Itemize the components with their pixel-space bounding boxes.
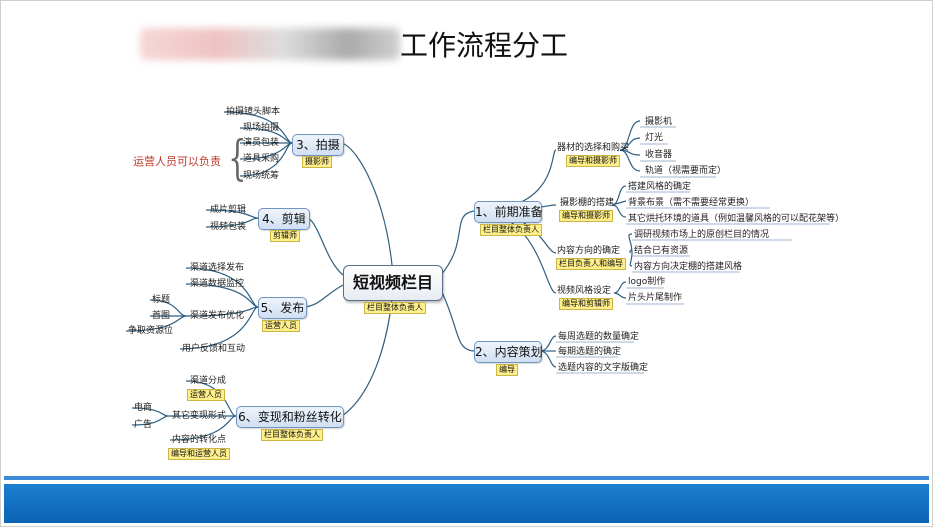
branch-6-node: 6、变现和粉丝转化 [236,406,344,428]
b3-item-3: 道具采购 [243,154,280,164]
equip-item-3: 轨道（视需要而定） [645,166,727,176]
branch-4-tag: 剪辑师 [270,230,300,242]
direction-tag: 栏目负责人和编导 [556,258,626,270]
b6-other-0: 电商 [134,403,153,413]
branch-1-node: 1、前期准备 [474,201,543,223]
studio-tag: 编导和摄影师 [559,210,613,222]
b5-item-3: 用户反馈和互动 [182,344,246,354]
redacted-title-prefix [140,28,400,60]
footer-bar [4,484,929,523]
studio-item-1: 背景布景（需不需要经常更换） [628,198,755,208]
branch-6-tag: 栏目整体负责人 [261,429,323,441]
b5-opt-2: 争取资源位 [128,326,174,336]
footer-accent-line [4,476,929,480]
branch-5-tag: 运营人员 [262,320,300,332]
b4-item-0: 成片剪辑 [210,205,247,215]
direction-item-1: 结合已有资源 [634,246,689,256]
branch-3-tag: 摄影师 [302,156,332,168]
b5-opt-1: 首图 [152,311,171,321]
center-tag: 栏目整体负责人 [364,302,426,314]
branch-2-tag: 编导 [496,364,518,376]
equip-item-0: 摄影机 [645,117,673,127]
equip-tag: 编导和摄影师 [566,155,620,167]
studio-item-2: 其它烘托环境的道具（例如温馨风格的可以配花架等） [628,214,845,224]
direction-label: 内容方向的确定 [557,246,621,256]
studio-label: 摄影棚的搭建 [560,198,615,208]
b5-opt-0: 标题 [152,295,171,305]
branch-2-node: 2、内容策划 [474,341,543,363]
direction-item-0: 调研视频市场上的原创栏目的情况 [634,230,770,240]
page-title: 工作流程分工 [400,29,569,62]
b2-item-0: 每周选题的数量确定 [558,332,640,342]
b6-content: 内容的转化点 [172,435,227,445]
studio-item-0: 搭建风格的确定 [628,182,692,192]
style-item-0: logo制作 [628,277,666,287]
equip-item-1: 灯光 [645,133,664,143]
direction-item-2: 内容方向决定棚的搭建风格 [634,262,743,272]
branch-3-node: 3、拍摄 [292,134,344,156]
branch-5-node: 5、发布 [258,297,307,319]
b3-item-1: 现场拍摄 [243,123,280,133]
branch-1-tag: 栏目整体负责人 [480,224,542,236]
b3-item-4: 现场统筹 [243,171,280,181]
b5-item-1: 渠道数据监控 [190,279,245,289]
style-item-1: 片头片尾制作 [628,293,683,303]
b2-item-2: 选题内容的文字版确定 [558,363,649,373]
b4-item-1: 视频包装 [210,222,247,232]
branch-4-node: 4、剪辑 [258,208,310,230]
style-label: 视频风格设定 [557,286,612,296]
equip-item-2: 收音器 [645,150,673,160]
b6-channel-tag: 运营人员 [187,389,225,401]
brace-icon: { [228,130,247,186]
b6-channel: 渠道分成 [190,376,227,386]
b6-other-1: 广告 [134,420,153,430]
equip-label: 器材的选择和购买 [557,143,630,153]
b3-item-2: 演员包装 [243,138,280,148]
b6-content-tag: 编导和运营人员 [168,448,230,460]
center-node: 短视频栏目 [343,265,443,301]
b6-other: 其它变现形式 [172,411,227,421]
b3-item-0: 拍摄镜头脚本 [226,107,281,117]
style-tag: 编导和剪辑师 [559,298,613,310]
b5-item-2: 渠道发布优化 [190,311,245,321]
note-text: 运营人员可以负责 [133,155,221,168]
b2-item-1: 每期选题的确定 [558,347,622,357]
b5-item-0: 渠道选择发布 [190,263,245,273]
